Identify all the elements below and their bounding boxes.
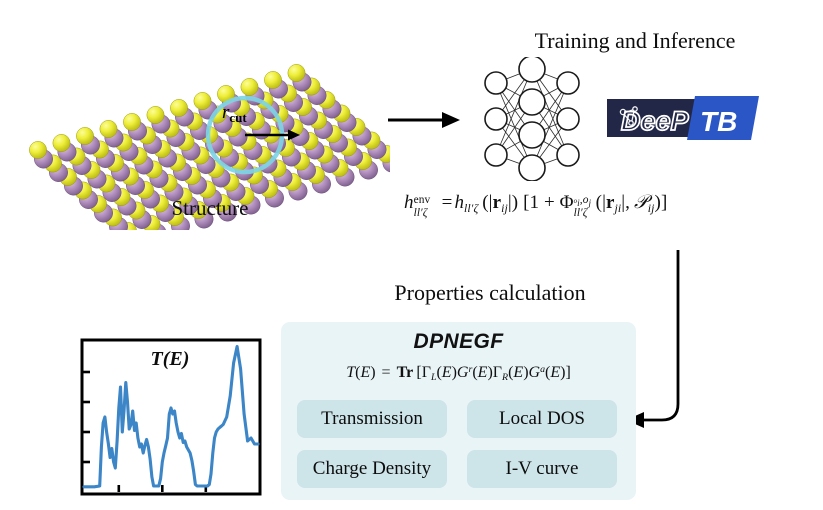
transmission-curve bbox=[82, 344, 260, 489]
structure-caption: Structure bbox=[171, 196, 249, 220]
property-tile-transmission[interactable]: Transmission bbox=[297, 400, 447, 438]
property-tile-iv-curve[interactable]: I-V curve bbox=[467, 450, 617, 488]
transmission-equation: T(E) = Tr [ΓL(E)Gr(E)ΓR(E)Ga(E)] bbox=[346, 363, 571, 384]
property-tile-charge-density[interactable]: Charge Density bbox=[297, 450, 447, 488]
structure-illustration: rcut bbox=[0, 30, 390, 230]
dpnegf-module-title: DPNEGF bbox=[413, 330, 504, 353]
structure-lattice-svg: rcut bbox=[29, 64, 390, 230]
logo-right-text: TB bbox=[700, 106, 737, 137]
property-tile-local-dos[interactable]: Local DOS bbox=[467, 400, 617, 438]
transmission-plot bbox=[80, 338, 262, 496]
arrow-structure-to-training bbox=[388, 112, 460, 128]
logo-left-text: DeeP bbox=[621, 106, 690, 136]
transmission-plot-label: T(E) bbox=[150, 348, 190, 370]
training-title: Training and Inference bbox=[534, 28, 736, 53]
neural-network-diagram bbox=[484, 57, 580, 181]
properties-title: Properties calculation bbox=[394, 280, 586, 305]
properties-panel: DPNEGF T(E) = Tr [ΓL(E)Gr(E)ΓR(E)Ga(E)] … bbox=[281, 322, 636, 500]
deeptb-logo: DeeP TB bbox=[607, 96, 759, 140]
cutoff-radius-marker bbox=[205, 95, 300, 175]
